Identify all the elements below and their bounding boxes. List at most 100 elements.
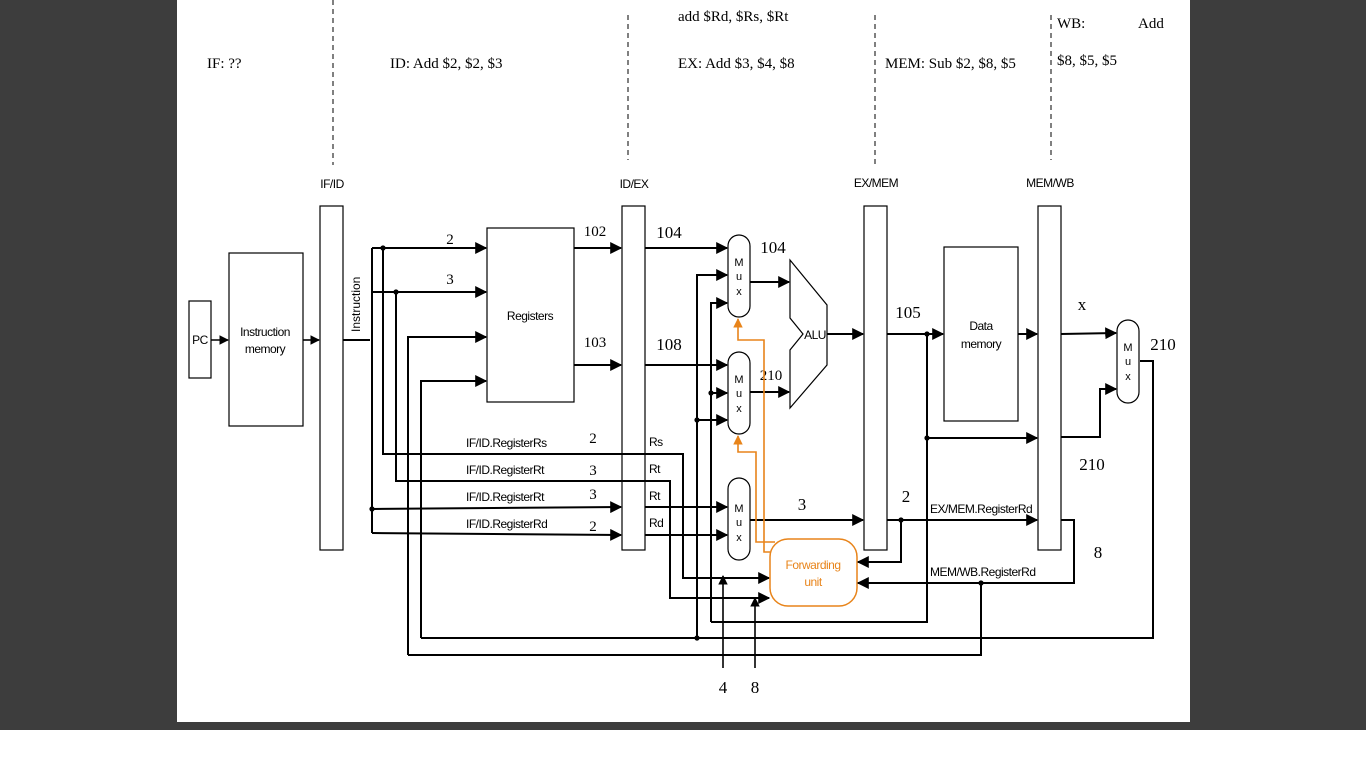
idex-b-value: 108 bbox=[656, 335, 682, 354]
rt2-value: 3 bbox=[589, 487, 597, 503]
dmem-label-1: Data bbox=[969, 319, 993, 333]
forward-b-control bbox=[733, 435, 775, 543]
mux-a-label: M u x bbox=[734, 257, 743, 298]
imem-label-1: Instruction bbox=[240, 325, 290, 339]
registers-label: Registers bbox=[507, 309, 554, 323]
ifid-rd-wire bbox=[371, 528, 623, 541]
dmem-out-value: x bbox=[1078, 295, 1087, 314]
wb-result-feedback bbox=[421, 360, 1154, 639]
idex-rt1-label: Rt bbox=[649, 462, 661, 476]
dmem-label-2: memory bbox=[961, 337, 1002, 351]
stage-wb-label: WB: bbox=[1057, 16, 1085, 32]
svg-text:u: u bbox=[736, 388, 742, 400]
stage-wb-args: $8, $5, $5 bbox=[1057, 53, 1117, 69]
exmem-rd-to-forwarding bbox=[856, 520, 902, 568]
mux-wb-label: M u x bbox=[1123, 342, 1132, 383]
ifid-rd-label: IF/ID.RegisterRd bbox=[466, 517, 547, 531]
fwd-in1-value: 4 bbox=[719, 678, 728, 697]
idex-rd-out-value: 3 bbox=[798, 495, 807, 514]
memwb-rd-wire bbox=[856, 519, 1075, 589]
read-reg1-value: 2 bbox=[446, 232, 454, 248]
junction-dot bbox=[369, 506, 375, 512]
junction-dot bbox=[708, 390, 714, 396]
fwd-in2-value: 8 bbox=[751, 678, 760, 697]
instruction-memory bbox=[228, 252, 304, 427]
stage-id-label: ID: Add $2, $2, $3 bbox=[390, 56, 503, 72]
ifid-register-label: IF/ID bbox=[320, 177, 344, 191]
svg-text:x: x bbox=[736, 403, 742, 415]
alu-label: ALU bbox=[804, 328, 826, 342]
ifid-register bbox=[319, 205, 344, 551]
memwb-register bbox=[1037, 205, 1062, 551]
read-reg2-value: 3 bbox=[446, 272, 454, 288]
forwarding-unit bbox=[769, 538, 858, 607]
page-sheet bbox=[177, 0, 1190, 722]
memwb-dmem-wire bbox=[1060, 327, 1118, 340]
right-frame bbox=[1190, 0, 1366, 730]
idex-rs-label: Rs bbox=[649, 435, 663, 449]
svg-text:u: u bbox=[1125, 356, 1131, 368]
idex-a-value: 104 bbox=[656, 223, 682, 242]
read-data2-value: 103 bbox=[584, 335, 607, 351]
mux-wb bbox=[1116, 319, 1140, 404]
rd-value: 2 bbox=[589, 519, 597, 535]
forwarding-label-1: Forwarding bbox=[785, 558, 840, 572]
rs-bus bbox=[382, 248, 683, 455]
svg-text:u: u bbox=[736, 517, 742, 529]
junction-dot bbox=[924, 435, 930, 441]
ifid-rt2-label: IF/ID.RegisterRt bbox=[466, 490, 545, 504]
memwb-alu-wire bbox=[1061, 383, 1118, 438]
memwb-rd-value: 8 bbox=[1094, 543, 1103, 562]
exmem-register bbox=[863, 205, 888, 551]
exmem-rd-value: 2 bbox=[902, 487, 911, 506]
pc-label: PC bbox=[192, 333, 209, 347]
svg-text:x: x bbox=[1125, 371, 1131, 383]
exmem-rd-label: EX/MEM.RegisterRd bbox=[930, 502, 1032, 516]
mux-b-label: M u x bbox=[734, 374, 743, 415]
read-data1-value: 102 bbox=[584, 224, 607, 240]
mux-rd-label: M u x bbox=[734, 503, 743, 544]
junction-dot bbox=[694, 417, 700, 423]
junction-dot bbox=[694, 635, 700, 641]
idex-register-label: ID/EX bbox=[620, 177, 649, 191]
svg-text:M: M bbox=[734, 503, 743, 515]
instruction-label: Instruction bbox=[349, 277, 363, 332]
svg-text:M: M bbox=[1123, 342, 1132, 354]
junction-dot bbox=[393, 289, 399, 295]
junction-dot bbox=[380, 245, 386, 251]
svg-text:u: u bbox=[736, 271, 742, 283]
imem-label-2: memory bbox=[245, 342, 286, 356]
exmem-register-label: EX/MEM bbox=[854, 176, 899, 190]
idex-rd-label: Rd bbox=[649, 516, 663, 530]
left-frame bbox=[0, 0, 177, 730]
memwb-alu-value: 210 bbox=[1079, 455, 1105, 474]
stage-wb-op: Add bbox=[1138, 16, 1164, 32]
stage-if-label: IF: ?? bbox=[207, 56, 242, 72]
svg-text:x: x bbox=[736, 286, 742, 298]
rt-to-forwarding bbox=[645, 480, 771, 604]
junction-dot bbox=[978, 580, 984, 586]
svg-text:M: M bbox=[734, 374, 743, 386]
memwb-rd-feedback bbox=[408, 583, 982, 656]
write-register-wire bbox=[407, 331, 488, 655]
ifid-rt1-label: IF/ID.RegisterRt bbox=[466, 463, 545, 477]
svg-text:M: M bbox=[734, 257, 743, 269]
alu-in-a-value: 104 bbox=[760, 238, 786, 257]
write-data-wire bbox=[420, 375, 488, 638]
ifid-rt2-wire bbox=[371, 501, 623, 514]
alu-in-b-value: 210 bbox=[760, 368, 783, 384]
data-memory bbox=[943, 246, 1019, 422]
bottom-frame bbox=[177, 722, 1190, 730]
alu-out-value: 105 bbox=[895, 303, 921, 322]
rs-value: 2 bbox=[589, 431, 597, 447]
wb-result-value: 210 bbox=[1150, 335, 1176, 354]
memwb-rd-label: MEM/WB.RegisterRd bbox=[930, 565, 1036, 579]
forward-a-control bbox=[733, 318, 770, 553]
svg-text:x: x bbox=[736, 532, 742, 544]
stage-mem-label: MEM: Sub $2, $8, $5 bbox=[885, 56, 1016, 72]
idex-rt2-label: Rt bbox=[649, 489, 661, 503]
ifid-rs-label: IF/ID.RegisterRs bbox=[466, 436, 547, 450]
register-file bbox=[486, 227, 575, 403]
mem-forward-a bbox=[710, 297, 729, 622]
